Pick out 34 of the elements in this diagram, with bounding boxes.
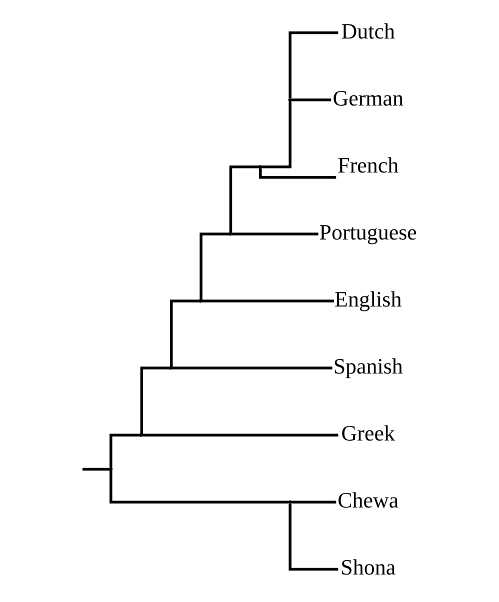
connector — [200, 232, 230, 300]
node-text: English — [334, 286, 402, 312]
node-text: Spanish — [333, 354, 403, 379]
connector — [82, 468, 110, 471]
node-text: Chewa — [338, 488, 399, 513]
connector — [291, 98, 332, 102]
connector — [261, 102, 292, 168]
connector — [142, 434, 338, 436]
node-point — [109, 467, 113, 471]
node-point — [258, 165, 262, 169]
node-point — [168, 366, 172, 370]
node-text: Shona — [340, 554, 396, 580]
connector — [110, 434, 140, 468]
node-point — [228, 232, 232, 236]
node-point — [138, 433, 142, 437]
connector — [140, 366, 170, 434]
connector — [170, 300, 200, 367]
connector — [202, 300, 334, 302]
node-point — [288, 98, 292, 102]
node-text: German — [332, 85, 404, 110]
connector — [288, 31, 338, 98]
connector — [259, 168, 336, 179]
node-point — [198, 299, 202, 303]
node-text: French — [338, 152, 399, 178]
connector — [288, 504, 338, 571]
connector — [172, 366, 332, 370]
node-text: Greek — [341, 420, 395, 446]
node-point — [288, 500, 292, 504]
connector — [291, 500, 336, 504]
node-text: Portuguese — [319, 219, 417, 244]
node-text: Dutch — [341, 18, 395, 44]
connector — [110, 470, 288, 504]
connector — [229, 166, 259, 233]
connector — [232, 232, 318, 236]
